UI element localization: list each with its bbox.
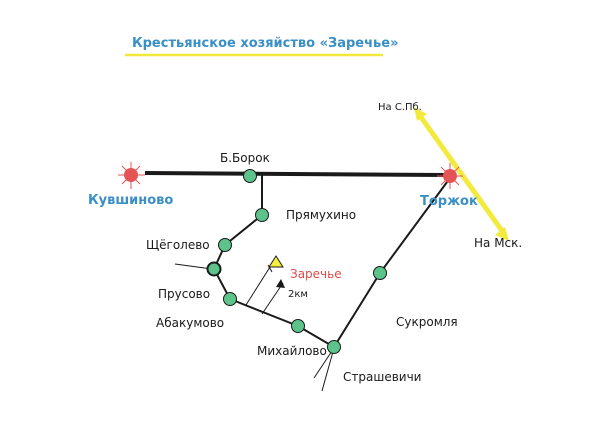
farm-triangle-icon (268, 255, 284, 268)
direction-label-spb: На С.Пб. (378, 102, 422, 113)
distance-arrow (276, 279, 285, 288)
rail-arrow-msk (495, 227, 509, 241)
village-node-abakumovo (223, 292, 237, 306)
farm-track-2 (261, 282, 284, 315)
main-road (144, 171, 447, 177)
farm-distance-label: 2км (288, 289, 308, 300)
city-label-torzhok: Торжок (420, 194, 478, 209)
village-label-mikhaylovo: Михайлово (257, 344, 327, 358)
village-node-prusovo (206, 261, 222, 277)
city-label-kuvshinovo: Кувшиново (88, 193, 173, 208)
farm-label: Заречье (290, 267, 342, 281)
village-node-sukromlya (373, 266, 387, 280)
village-node-strashevichi (327, 340, 341, 354)
village-node-shchegolevo (218, 238, 232, 252)
village-label-b-borok: Б.Борок (220, 151, 270, 165)
village-node-pryamukhino (255, 208, 269, 222)
village-label-prusovo: Прусово (158, 287, 210, 301)
railway-line (415, 111, 508, 237)
farm-track-1 (245, 266, 271, 306)
map-title: Крестьянское хозяйство «Заречье» (132, 36, 398, 51)
city-marker-kuvshinovo (118, 162, 145, 189)
village-label-pryamukhino: Прямухино (286, 208, 356, 222)
side-road-strashevichi-1 (321, 347, 335, 392)
side-road-prusovo (174, 263, 213, 270)
village-node-b-borok (243, 169, 257, 183)
direction-label-msk: На Мск. (474, 236, 522, 250)
village-label-strashevichi: Страшевичи (343, 370, 421, 384)
village-label-abakumovo: Абакумово (156, 316, 224, 330)
village-node-mikhaylovo (291, 319, 305, 333)
rail-arrow-spb (414, 107, 427, 121)
city-marker-torzhok (437, 163, 463, 189)
village-label-shchegolevo: Щёголево (146, 238, 210, 252)
farm-track-tick (267, 264, 273, 273)
village-label-sukromlya: Сукромля (396, 315, 458, 329)
